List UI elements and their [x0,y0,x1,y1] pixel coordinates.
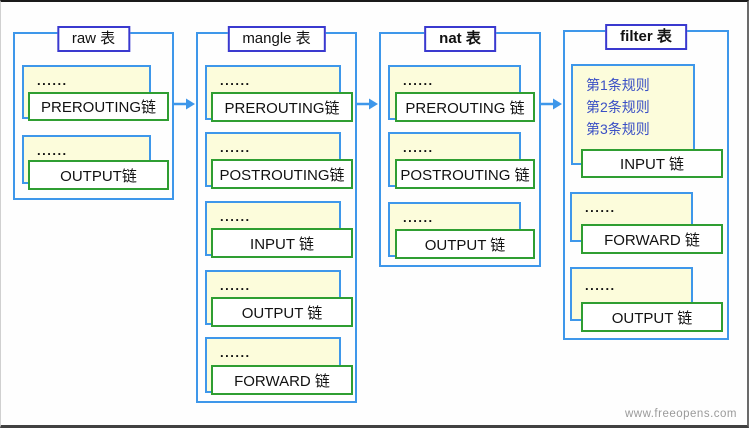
ellipsis-dots: ...... [220,278,251,293]
ellipsis-dots: ...... [403,210,434,225]
table-raw-title: raw 表 [56,26,131,52]
chain-box-nat-output: OUTPUT 链 [395,229,535,259]
arrow-raw-to-mangle-icon [174,97,196,116]
arrow-mangle-to-nat-icon [357,97,379,116]
chain-box-filter-input: INPUT 链 [581,149,723,178]
table-raw: raw 表 ...... PREROUTING链 ...... OUTPUT链 [13,26,174,200]
table-mangle-title: mangle 表 [227,26,326,52]
ellipsis-dots: ...... [585,200,616,215]
chain-box-mangle-output: OUTPUT 链 [211,297,353,327]
chain-box-nat-postrouting: POSTROUTING 链 [395,159,535,189]
chain-box-mangle-input: INPUT 链 [211,228,353,258]
rule-item: 第1条规则 [586,77,650,93]
table-filter-title: filter 表 [605,24,687,50]
ellipsis-dots: ...... [37,143,68,158]
chain-box-raw-prerouting: PREROUTING链 [28,92,169,121]
rules-box: 第1条规则 第2条规则 第3条规则 ...... [571,64,695,165]
rule-item: 第3条规则 [586,121,650,137]
table-mangle: mangle 表 ...... PREROUTING链 ...... POSTR… [196,26,357,403]
chain-box-raw-output: OUTPUT链 [28,160,169,190]
ellipsis-dots: ...... [220,73,251,88]
ellipsis-dots: ...... [403,140,434,155]
arrow-nat-to-filter-icon [541,97,563,116]
chain-box-mangle-postrouting: POSTROUTING链 [211,159,353,189]
watermark: www.freeopens.com [624,408,737,420]
ellipsis-dots: ...... [220,345,251,360]
table-nat-title: nat 表 [424,26,496,52]
rule-item: 第2条规则 [586,99,650,115]
chain-box-mangle-forward: FORWARD 链 [211,365,353,395]
table-filter: filter 表 第1条规则 第2条规则 第3条规则 ...... INPUT … [563,24,729,340]
chain-box-filter-output: OUTPUT 链 [581,302,723,332]
chain-box-mangle-prerouting: PREROUTING链 [211,92,353,122]
ellipsis-dots: ...... [37,73,68,88]
ellipsis-dots: ...... [220,140,251,155]
chain-box-nat-prerouting: PREROUTING 链 [395,92,535,122]
ellipsis-dots: ...... [585,278,616,293]
ellipsis-dots: ...... [220,209,251,224]
ellipsis-dots: ...... [403,73,434,88]
table-nat: nat 表 ...... PREROUTING 链 ...... POSTROU… [379,26,541,267]
chain-box-filter-forward: FORWARD 链 [581,224,723,254]
rule-list: 第1条规则 第2条规则 第3条规则 [586,74,650,140]
